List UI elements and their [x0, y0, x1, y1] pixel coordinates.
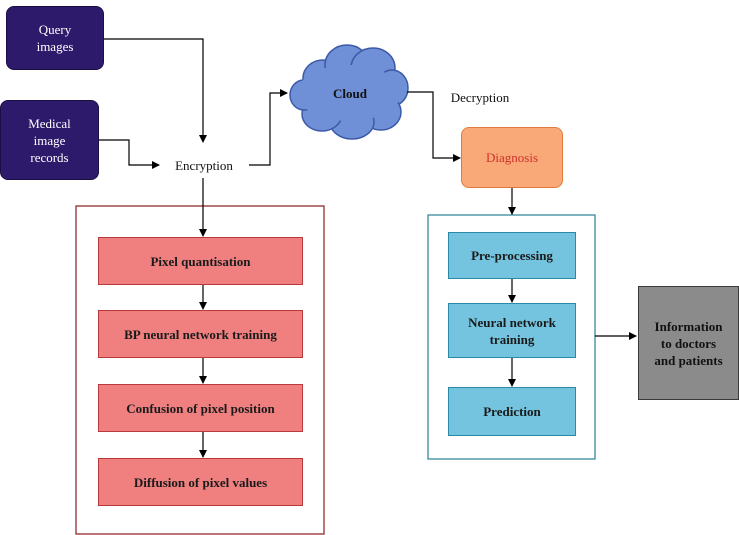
cloud-label: Cloud — [333, 85, 367, 101]
encryption-step-diffusion: Diffusion of pixel values — [98, 458, 303, 506]
arrow-cloud-to-diagnosis — [407, 91, 461, 162]
diagnosis-box: Diagnosis — [461, 127, 563, 188]
diagnosis-step-label: Pre-processing — [471, 248, 553, 263]
encryption-step-bp-training: BP neural network training — [98, 310, 303, 358]
diagnosis-step-label: Prediction — [483, 404, 541, 419]
encryption-step-label: Diffusion of pixel values — [133, 474, 268, 490]
encryption-group-frame — [75, 205, 325, 535]
diagnosis-step-prediction: Prediction — [448, 387, 576, 436]
arrow-encryption-to-cloud — [249, 89, 288, 166]
arrow-records-to-encryption — [99, 139, 160, 169]
encryption-step-pixel-quantisation: Pixel quantisation — [98, 237, 303, 285]
query-images-box: Query images — [6, 6, 104, 70]
diagnosis-step-label: Neural network training — [468, 314, 556, 347]
decryption-node: Decryption — [440, 87, 520, 107]
decryption-label: Decryption — [450, 89, 510, 105]
cloud-node: Cloud — [315, 82, 385, 104]
diagnosis-step-preprocessing: Pre-processing — [448, 232, 576, 279]
diagnosis-step-training: Neural network training — [448, 303, 576, 358]
diagnosis-label: Diagnosis — [486, 150, 538, 165]
medical-image-records-label: Medical image records — [28, 115, 71, 165]
encryption-label: Encryption — [175, 157, 233, 173]
encryption-step-label: BP neural network training — [124, 326, 277, 342]
encryption-node: Encryption — [160, 154, 248, 176]
diagnosis-group-frame — [427, 214, 596, 460]
encryption-step-label: Pixel quantisation — [150, 253, 251, 269]
medical-image-records-box: Medical image records — [0, 100, 99, 180]
arrow-query-to-encryption — [104, 38, 207, 143]
information-box: Information to doctors and patients — [638, 286, 739, 400]
information-label: Information to doctors and patients — [654, 318, 723, 368]
encryption-step-confusion: Confusion of pixel position — [98, 384, 303, 432]
encryption-step-label: Confusion of pixel position — [126, 400, 275, 416]
query-images-label: Query images — [36, 22, 74, 54]
